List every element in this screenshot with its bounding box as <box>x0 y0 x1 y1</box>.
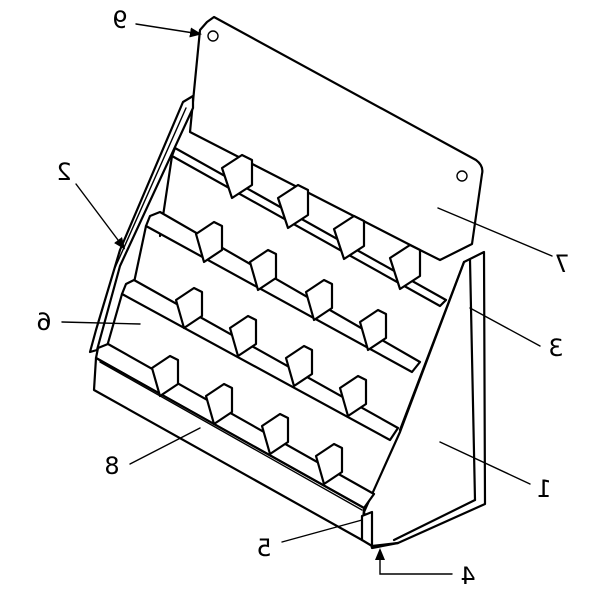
base-foot <box>360 510 400 548</box>
arrow-2 <box>75 183 126 250</box>
arrow-9 <box>135 23 202 38</box>
leader-5 <box>281 519 363 543</box>
leader-lines <box>61 23 553 575</box>
back-panel <box>188 15 484 262</box>
label-4: 4 <box>460 562 475 590</box>
right-side-panel <box>362 250 487 550</box>
label-5: 5 <box>256 534 271 562</box>
arrowhead-4 <box>375 548 385 560</box>
leader-8 <box>129 427 201 465</box>
label-9: 9 <box>112 6 127 34</box>
mounting-hole-right <box>456 170 468 182</box>
shelf-tier-1 <box>158 146 448 308</box>
label-8: 8 <box>104 452 119 480</box>
shelf-tier-2 <box>130 210 422 374</box>
leader-6 <box>61 321 141 325</box>
label-6: 6 <box>36 308 51 336</box>
leader-4 <box>379 555 453 575</box>
label-2: 2 <box>56 158 71 186</box>
leader-3 <box>469 307 541 347</box>
label-1: 1 <box>536 475 551 503</box>
leader-7 <box>437 207 553 257</box>
tray-dividers <box>150 354 344 486</box>
tier-3-dividers <box>174 286 368 418</box>
bottom-tray <box>92 342 376 542</box>
reference-numerals: 9 2 6 7 3 1 8 5 4 <box>36 6 569 590</box>
leader-1 <box>439 441 531 485</box>
shelf-tier-3 <box>104 278 400 442</box>
label-3: 3 <box>548 334 563 362</box>
tier-2-dividers <box>194 220 388 352</box>
tier-1-dividers <box>220 153 422 291</box>
mounting-hole-left <box>207 30 219 42</box>
label-7: 7 <box>554 250 569 278</box>
